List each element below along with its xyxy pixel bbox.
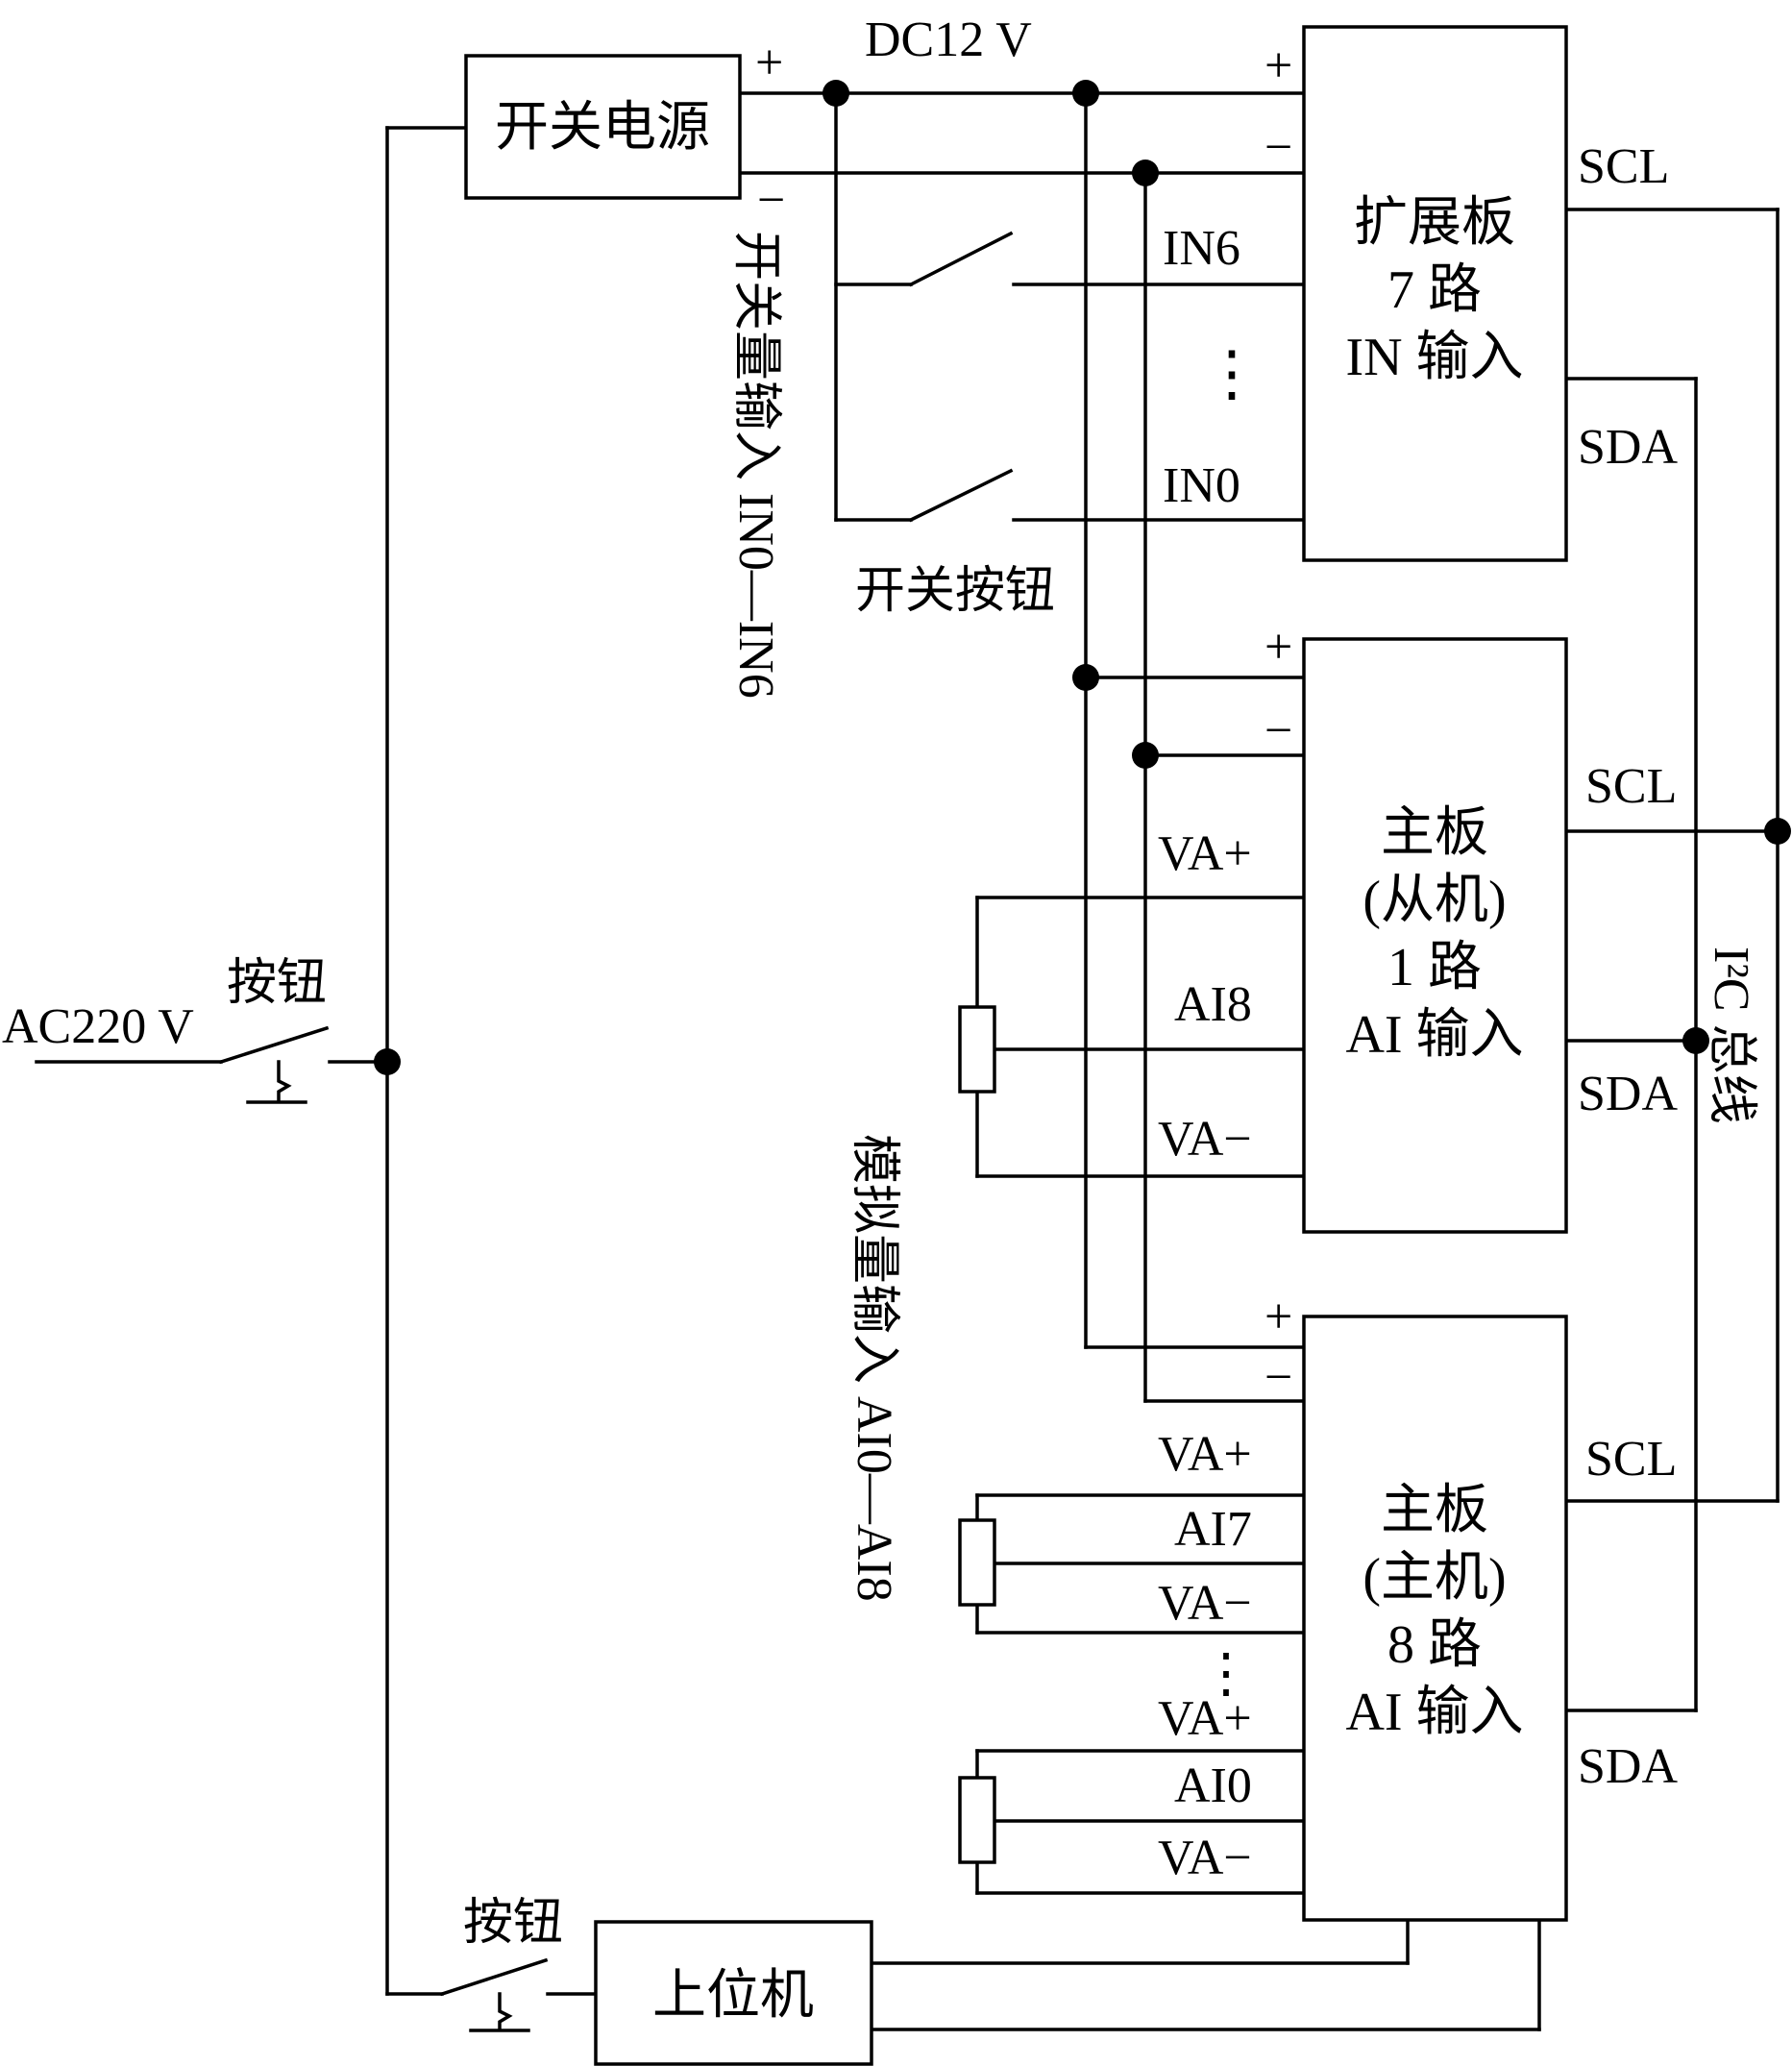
- master-board-line3: 8 路: [1387, 1615, 1482, 1675]
- slave-sda-label: SDA: [1578, 1067, 1678, 1121]
- host-pc-box: [594, 1920, 873, 2066]
- ac-input-label: AC220 V: [2, 999, 194, 1054]
- junction-dot: [1072, 664, 1099, 691]
- dc-voltage-label: DC12 V: [865, 12, 1032, 67]
- master-board-line2: (主机): [1362, 1548, 1506, 1608]
- in0-switch-lever: [908, 468, 1014, 523]
- junction-dot: [1132, 742, 1159, 769]
- master-plus-label: +: [1264, 1290, 1292, 1344]
- master-ai0-vaminus-label: VA−: [1158, 1831, 1252, 1885]
- slave-ai8-label: AI8: [1174, 977, 1252, 1032]
- slave-board-line1: 主板: [1381, 803, 1488, 863]
- in6-switch-lever: [908, 231, 1014, 287]
- slave-ai8-resistor: [958, 1005, 996, 1094]
- master-minus-label: −: [1264, 1350, 1292, 1405]
- slave-board: [1302, 637, 1568, 1234]
- pc-button-label: 按钮: [463, 1896, 563, 1951]
- switch-input-label: 开关量输入 IN0—IN6: [728, 231, 783, 699]
- exp-scl-label: SCL: [1578, 139, 1669, 194]
- psu-plus-label: +: [755, 36, 783, 90]
- pc-button-lever: [439, 1957, 549, 1997]
- master-sda-label: SDA: [1578, 1739, 1678, 1794]
- slave-plus-label: +: [1264, 620, 1292, 675]
- exp-sda-label: SDA: [1578, 420, 1678, 475]
- master-ai0-label: AI0: [1174, 1759, 1252, 1813]
- pc-button-plunger: [469, 1992, 530, 2032]
- main-button-lever: [218, 1025, 330, 1065]
- slave-scl-label: SCL: [1585, 759, 1677, 814]
- exp-minus-label: −: [1264, 120, 1292, 175]
- master-ai7-label: AI7: [1174, 1502, 1252, 1557]
- master-ai0-resistor: [958, 1776, 996, 1864]
- main-button-label: 按钮: [227, 956, 327, 1011]
- in-vdots: ⋮: [1201, 339, 1263, 407]
- in0-label: IN0: [1163, 458, 1240, 513]
- master-ai-vdots: ⋮: [1199, 1644, 1253, 1704]
- slave-board-line2: (从机): [1362, 871, 1506, 930]
- junction-dot: [374, 1048, 401, 1075]
- main-button-plunger: [246, 1060, 307, 1104]
- expansion-board: [1302, 25, 1568, 562]
- master-scl-label: SCL: [1585, 1432, 1677, 1487]
- master-board: [1302, 1315, 1568, 1922]
- junction-dot: [1764, 818, 1791, 845]
- junction-dot: [822, 80, 849, 107]
- analog-input-label: 模拟量输入 AI0—AI8: [847, 1134, 901, 1602]
- slave-vaplus-label: VA+: [1158, 826, 1252, 881]
- master-board-line4: AI 输入: [1345, 1683, 1523, 1742]
- slave-board-line4: AI 输入: [1345, 1005, 1523, 1065]
- expansion-board-line1: 扩展板: [1354, 193, 1515, 253]
- host-pc-label: 上位机: [652, 1966, 814, 2026]
- master-ai7-vaplus-label: VA+: [1158, 1427, 1252, 1482]
- psu-minus-label: −: [757, 173, 785, 228]
- master-ai7-vaminus-label: VA−: [1158, 1576, 1252, 1631]
- junction-dot: [1072, 80, 1099, 107]
- expansion-board-line2: 7 路: [1387, 260, 1482, 320]
- i2c-bus-label: I²C 总线: [1704, 947, 1758, 1124]
- slave-board-line3: 1 路: [1387, 938, 1482, 997]
- psu-label: 开关电源: [495, 98, 710, 158]
- master-ai7-resistor: [958, 1518, 996, 1607]
- junction-dot: [1682, 1027, 1709, 1054]
- slave-minus-label: −: [1264, 703, 1292, 758]
- in6-label: IN6: [1163, 221, 1240, 276]
- switch-buttons-label: 开关按钮: [855, 564, 1055, 619]
- master-board-line1: 主板: [1381, 1481, 1488, 1540]
- psu-box: [464, 54, 742, 200]
- exp-plus-label: +: [1264, 38, 1292, 93]
- master-ai0-vaplus-label: VA+: [1158, 1691, 1252, 1746]
- junction-dot: [1132, 160, 1159, 186]
- expansion-board-line3: IN 输入: [1345, 328, 1523, 387]
- slave-vaminus-label: VA−: [1158, 1112, 1252, 1167]
